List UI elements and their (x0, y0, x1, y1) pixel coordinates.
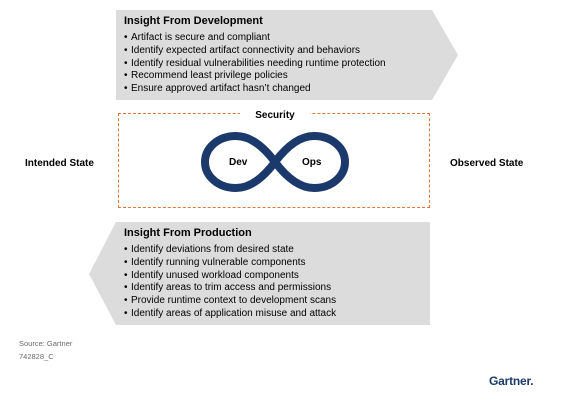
development-bullet-list: Artifact is secure and compliant Identif… (124, 32, 386, 96)
production-bullet-item: Identify deviations from desired state (124, 244, 336, 257)
development-bullet-item: Identify expected artifact connectivity … (124, 45, 386, 58)
infinity-icon (201, 132, 349, 192)
production-bullet-item: Identify running vulnerable components (124, 257, 336, 270)
production-bullet-item: Identify areas of application misuse and… (124, 308, 336, 321)
figure-code: 742828_C (19, 352, 54, 361)
development-bullet-item: Identify residual vulnerabilities needin… (124, 58, 386, 71)
intended-state-label: Intended State (25, 158, 94, 169)
production-panel-title: Insight From Production (124, 227, 252, 239)
production-bullet-item: Provide runtime context to development s… (124, 295, 336, 308)
ops-loop-label: Ops (302, 157, 322, 168)
development-bullet-item: Ensure approved artifact hasn’t changed (124, 83, 386, 96)
production-bullet-item: Identify unused workload components (124, 270, 336, 283)
dev-loop-label: Dev (229, 157, 248, 168)
production-bullet-list: Identify deviations from desired state I… (124, 244, 336, 321)
development-bullet-item: Artifact is secure and compliant (124, 32, 386, 45)
security-label: Security (240, 110, 310, 122)
logo-text: Gartner (489, 374, 531, 388)
development-insight-panel: Insight From Development Artifact is sec… (124, 14, 386, 96)
gartner-logo: Gartner. (489, 374, 534, 388)
development-panel-title: Insight From Development (124, 15, 263, 27)
production-bullet-item: Identify areas to trim access and permis… (124, 282, 336, 295)
logo-dot: . (530, 374, 534, 388)
production-insight-panel: Insight From Production Identify deviati… (124, 226, 336, 321)
source-note: Source: Gartner (19, 339, 73, 348)
observed-state-label: Observed State (450, 158, 524, 169)
development-bullet-item: Recommend least privilege policies (124, 70, 386, 83)
